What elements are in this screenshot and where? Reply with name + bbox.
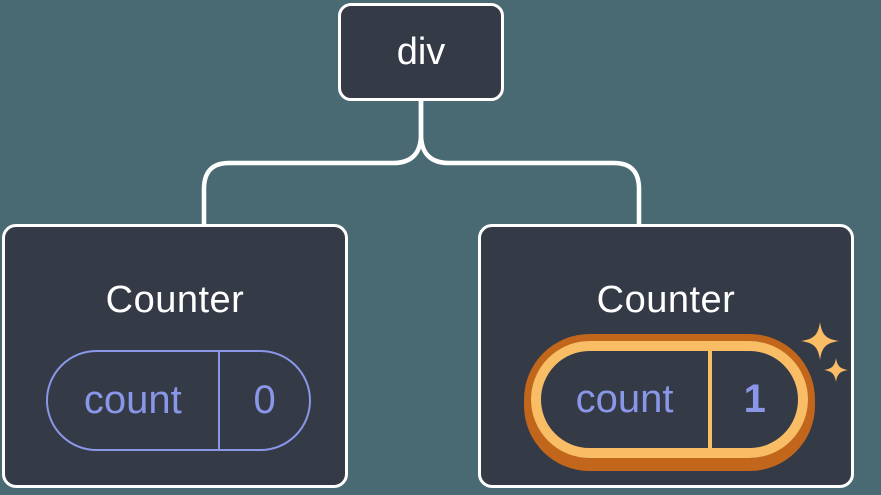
root-node-div: div (338, 3, 504, 101)
connector-left-branch (201, 101, 424, 226)
counter-card-left: Counter count 0 (2, 224, 348, 488)
sparkle-large (801, 322, 839, 360)
root-node-label: div (396, 30, 446, 73)
state-pill-count-1-highlighted: count 1 (531, 341, 808, 458)
pill-divider (217, 352, 221, 449)
state-value: 0 (253, 378, 276, 422)
state-pill-count-0: count 0 (46, 350, 311, 451)
counter-card-left-title: Counter (105, 279, 245, 321)
state-value: 1 (743, 377, 766, 421)
sparkle-small (824, 358, 848, 382)
counter-card-right: Counter count 1 (478, 224, 854, 488)
connector-right-branch (418, 101, 642, 226)
state-name-label: count (83, 378, 182, 422)
counter-card-right-title: Counter (596, 279, 736, 321)
state-name-label: count (575, 377, 674, 421)
pill-divider (708, 351, 712, 448)
